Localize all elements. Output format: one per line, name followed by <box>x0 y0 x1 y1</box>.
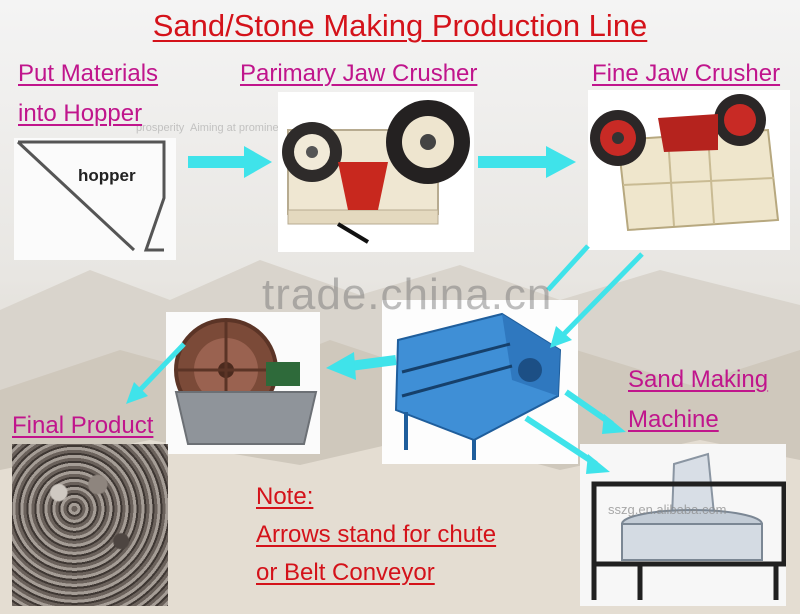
watermark: trade.china.cn <box>262 270 553 319</box>
arrow-screen-to-washer <box>326 352 397 380</box>
sand-making-label-line2: Machine <box>628 406 719 433</box>
hopper-diagram: hopper <box>14 138 176 260</box>
hopper-label-line1: Put Materials <box>18 60 159 87</box>
faint-prosperity: prosperity <box>136 122 185 134</box>
arrow-washer-to-final <box>126 342 186 404</box>
final-product-image <box>12 444 168 606</box>
primary-jaw-crusher-image <box>278 92 474 252</box>
note-line1: Note: <box>256 483 314 510</box>
final-product-label: Final Product <box>12 412 154 439</box>
primary-crusher-label: Parimary Jaw Crusher <box>240 60 478 87</box>
note-block: Note: Arrows stand for chute or Belt Con… <box>256 478 496 592</box>
hopper-label-line2: into Hopper <box>18 100 143 127</box>
fine-jaw-crusher-image <box>588 90 790 250</box>
sand-washer-image <box>166 312 320 454</box>
arrow-screen-to-sand-machine <box>524 389 626 474</box>
page-title: Sand/Stone Making Production Line <box>152 8 648 43</box>
faint-aiming: Aiming at prominen <box>190 122 285 134</box>
arrow-primary-to-fine <box>478 146 576 178</box>
hopper-text: hopper <box>78 166 136 185</box>
note-line2: Arrows stand for chute <box>256 521 497 548</box>
arrow-hopper-to-primary <box>188 146 272 178</box>
sand-making-label-line1: Sand Making <box>628 366 769 393</box>
fine-crusher-label: Fine Jaw Crusher <box>592 60 781 87</box>
vibrating-screen-image <box>382 300 578 464</box>
sand-making-machine-image: sszg.en.alibaba.com <box>580 444 786 606</box>
arrow-fine-to-screen <box>546 244 644 348</box>
faint-site-text: sszg.en.alibaba.com <box>608 502 727 517</box>
note-line3: or Belt Conveyor <box>256 559 435 586</box>
